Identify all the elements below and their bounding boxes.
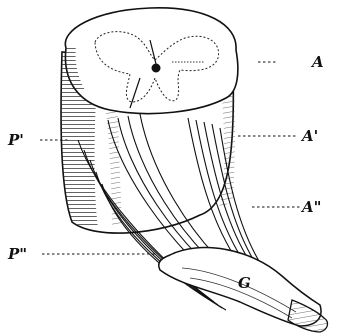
label-a-double-prime: A"	[300, 198, 321, 216]
label-p-double-prime: P"	[7, 245, 27, 263]
label-a-prime: A'	[300, 127, 318, 145]
label-g: G	[238, 274, 251, 292]
label-a: A	[310, 53, 324, 71]
central-canal	[152, 64, 161, 73]
label-p-prime: P'	[7, 131, 24, 149]
transverse-section	[64, 8, 238, 114]
